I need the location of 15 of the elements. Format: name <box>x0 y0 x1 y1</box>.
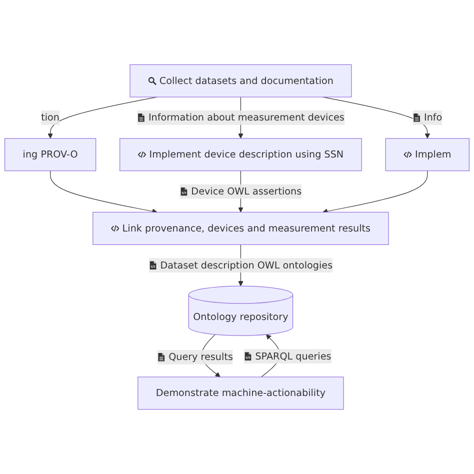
node-box: Demonstrate machine-actionability <box>138 376 344 410</box>
edge-label: SPARQL queries <box>255 350 332 362</box>
node-box: Implem <box>385 138 470 172</box>
node-box: Link provenance, devices and measurement results <box>92 212 389 245</box>
edge-label: Information about measurement devices <box>148 112 344 124</box>
node-box: Collect datasets and documentation <box>130 64 352 98</box>
edge-label: Dataset description OWL ontologies <box>160 259 333 271</box>
edge-label: Info <box>424 112 442 124</box>
node-box: Implement device description using SSN <box>120 138 362 172</box>
arrow <box>50 170 158 214</box>
edge-label: Device OWL assertions <box>191 186 302 197</box>
edge-label: tion <box>41 112 60 124</box>
node-box: ing PROV-O <box>4 138 96 172</box>
edge-label: Query results <box>168 351 233 363</box>
arrow <box>322 170 428 214</box>
